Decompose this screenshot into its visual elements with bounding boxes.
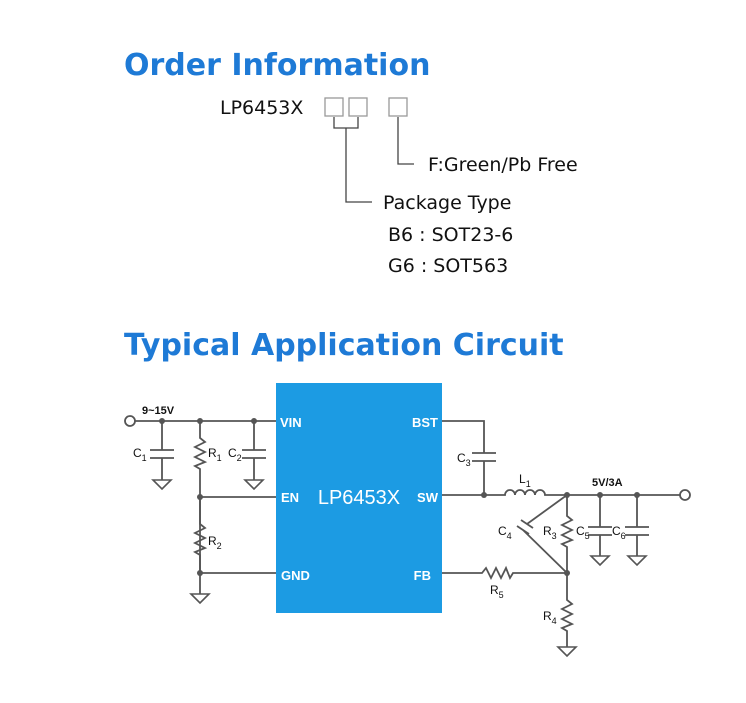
input-terminal (124, 415, 136, 427)
leader-line-pb-free (397, 117, 414, 165)
r3-label: R3 (543, 524, 557, 541)
green-pb-free-label: F:Green/Pb Free (428, 154, 578, 176)
output-voltage-label: 5V/3A (592, 477, 623, 489)
r5-label: R5 (490, 583, 504, 600)
capacitor-c1 (150, 421, 174, 480)
package-option-b6: B6 : SOT23-6 (388, 224, 513, 246)
code-box-1 (324, 97, 344, 117)
c2-label: C2 (228, 446, 242, 463)
pin-vin: VIN (280, 415, 302, 430)
junction-dot (564, 570, 570, 576)
resistor-r1 (192, 421, 208, 573)
input-voltage-label: 9~15V (142, 405, 175, 417)
order-info-heading: Order Information (124, 48, 430, 83)
c3-label: C3 (457, 451, 471, 468)
junction-dot (197, 418, 203, 424)
resistor-r2 (192, 497, 208, 573)
junction-dot (159, 418, 165, 424)
resistor-r5 (442, 565, 567, 581)
ground-icon (151, 479, 173, 491)
chip-name: LP6453X (318, 487, 400, 509)
c6-label: C6 (612, 524, 626, 541)
junction-dot (597, 492, 603, 498)
junction-dot (481, 492, 487, 498)
r2-label: R2 (208, 534, 222, 551)
capacitor-c2 (242, 421, 266, 480)
c4-label: C4 (498, 524, 512, 541)
package-option-g6: G6 : SOT563 (388, 255, 508, 277)
pin-bst: BST (412, 415, 438, 430)
c5-label: C5 (576, 524, 590, 541)
ground-icon (243, 479, 265, 491)
ground-icon (189, 593, 211, 605)
junction-dot (197, 494, 203, 500)
ground-icon (556, 646, 578, 658)
resistor-r3 (559, 495, 575, 573)
capacitor-c5 (588, 495, 612, 556)
junction-dot (251, 418, 257, 424)
ground-icon (626, 555, 648, 567)
r1-label: R1 (208, 446, 222, 463)
capacitor-c3 (442, 420, 496, 495)
ic-chip (276, 383, 442, 613)
ground-icon (589, 555, 611, 567)
code-box-3 (388, 97, 408, 117)
leader-line-package (333, 117, 372, 203)
pin-en: EN (281, 490, 299, 505)
package-type-heading: Package Type (383, 192, 511, 214)
inductor-l1 (442, 489, 680, 496)
pin-sw: SW (417, 490, 439, 505)
junction-dot (634, 492, 640, 498)
pin-gnd: GND (281, 568, 310, 583)
r4-label: R4 (543, 609, 557, 626)
typical-app-circuit-heading: Typical Application Circuit (124, 328, 564, 363)
output-terminal (679, 489, 691, 501)
part-number-prefix: LP6453X (220, 97, 303, 119)
junction-dot (564, 492, 570, 498)
l1-label: L1 (519, 472, 531, 489)
capacitor-c4 (516, 494, 568, 574)
c1-label: C1 (133, 446, 147, 463)
gnd-wire (199, 572, 276, 594)
code-box-2 (348, 97, 368, 117)
junction-dot (197, 570, 203, 576)
pin-fb: FB (414, 568, 431, 583)
resistor-r4 (559, 573, 575, 647)
capacitor-c6 (625, 495, 649, 556)
